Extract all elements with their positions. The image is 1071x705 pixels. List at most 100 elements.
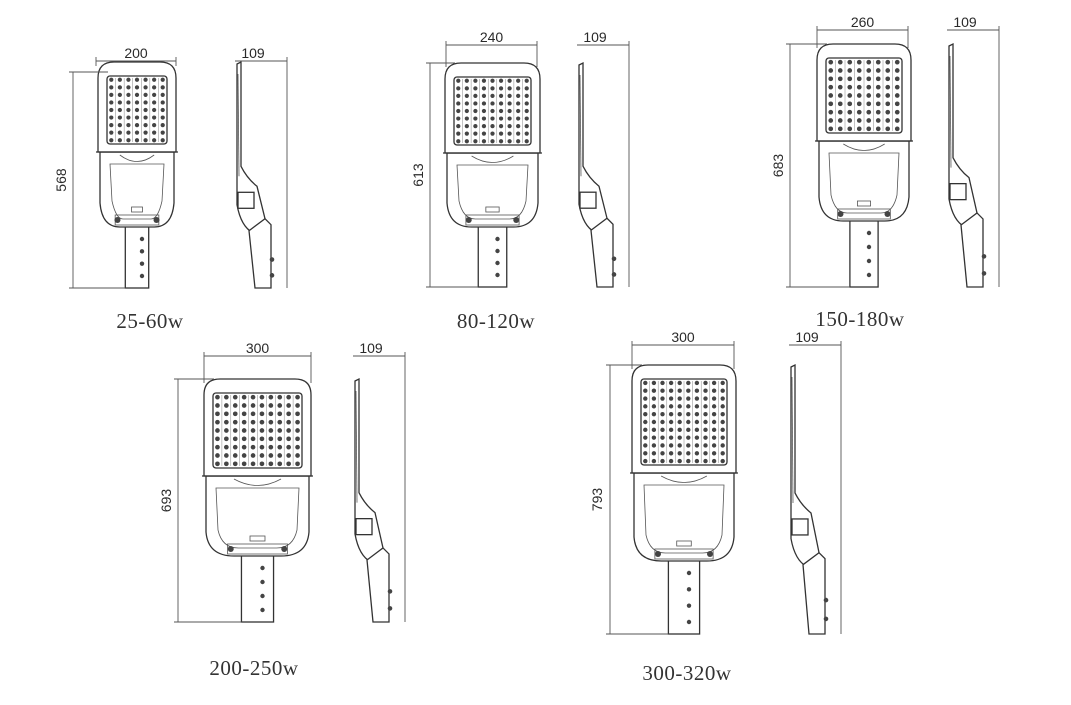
led-lens (894, 93, 900, 98)
led-lens (677, 427, 682, 433)
led-lens (498, 86, 504, 91)
led-lens (481, 86, 487, 91)
led-lens (866, 84, 872, 90)
led-lens (268, 419, 274, 425)
led-lens (686, 451, 691, 456)
width-value: 300 (671, 329, 695, 345)
led-lens (152, 122, 157, 128)
led-lens (134, 100, 140, 105)
led-lens (224, 403, 229, 408)
led-lens (456, 93, 461, 99)
width-dimension: 260 (816, 14, 909, 48)
led-lens (498, 131, 504, 136)
led-lens (837, 93, 843, 98)
led-lens (160, 107, 165, 113)
led-lens (277, 419, 283, 425)
led-lens (703, 404, 708, 409)
bolt (495, 236, 500, 242)
side-bolt (269, 257, 275, 262)
led-lens (894, 101, 900, 107)
led-lens (473, 123, 478, 129)
bolt (139, 236, 145, 242)
side-latch (949, 182, 967, 201)
led-lens (875, 118, 881, 123)
led-lens (232, 461, 238, 467)
led-lens (694, 411, 700, 417)
clamp-screw (114, 217, 121, 223)
led-lens (885, 84, 891, 90)
led-lens (866, 118, 872, 123)
led-lens (847, 126, 853, 132)
led-lens (224, 428, 229, 433)
pole (477, 222, 508, 288)
height-dimension: 683 (770, 43, 850, 288)
side-profile (790, 363, 820, 568)
led-lens (241, 444, 247, 450)
led-lens (259, 394, 265, 400)
led-lens (134, 92, 140, 98)
clamp-screw (707, 551, 713, 557)
bolt (260, 579, 265, 585)
led-lens (295, 394, 300, 400)
led-lens (694, 427, 700, 433)
side-edge (579, 74, 582, 177)
led-lens (481, 139, 487, 144)
led-lens (215, 436, 220, 442)
led-lens (268, 403, 274, 408)
side-latch (237, 191, 255, 209)
led-lens (295, 419, 300, 425)
label-plate (131, 206, 143, 213)
led-lens (160, 130, 165, 135)
led-lens (711, 404, 717, 409)
depth-dimension: 109 (577, 29, 630, 287)
led-lens (160, 77, 165, 82)
led-lens (277, 461, 283, 467)
side-pole (590, 217, 614, 288)
led-lens (847, 109, 853, 115)
led-lens (524, 139, 529, 144)
led-lens (651, 396, 657, 401)
led-lens (668, 404, 674, 409)
led-lens (516, 93, 521, 99)
led-lens (686, 458, 691, 464)
clamp-screw (884, 211, 891, 217)
led-lens (856, 118, 862, 123)
side-bolt (611, 256, 617, 262)
led-lens (686, 443, 691, 448)
led-lens (894, 118, 900, 123)
handle (660, 475, 708, 483)
led-lens (259, 436, 265, 442)
led-lens (651, 458, 657, 464)
led-lens (660, 396, 665, 401)
led-lens (259, 444, 265, 450)
led-lens (250, 428, 256, 433)
led-lens (875, 68, 881, 73)
led-lens (643, 443, 648, 448)
led-lens (524, 101, 529, 106)
led-lens (643, 419, 648, 425)
led-lens (241, 403, 247, 408)
led-lens (507, 108, 512, 114)
led-lens (885, 68, 891, 73)
side-profile (354, 377, 384, 563)
led-lens (711, 419, 717, 425)
led-lens (268, 436, 274, 442)
led-lens (268, 411, 274, 417)
led-lens (490, 108, 495, 114)
led-lens (703, 451, 708, 456)
depth-dimension: 109 (353, 340, 406, 622)
led-lens (143, 85, 148, 90)
led-lens (498, 78, 504, 83)
led-lens (837, 76, 843, 82)
bolt (139, 261, 145, 266)
led-lens (277, 411, 283, 417)
led-lens (464, 139, 469, 144)
height-dimension: 693 (158, 378, 242, 623)
led-lens (507, 131, 512, 136)
side-profile (578, 61, 608, 234)
led-lens (720, 419, 725, 425)
led-lens (643, 427, 648, 433)
led-lens (703, 443, 708, 448)
